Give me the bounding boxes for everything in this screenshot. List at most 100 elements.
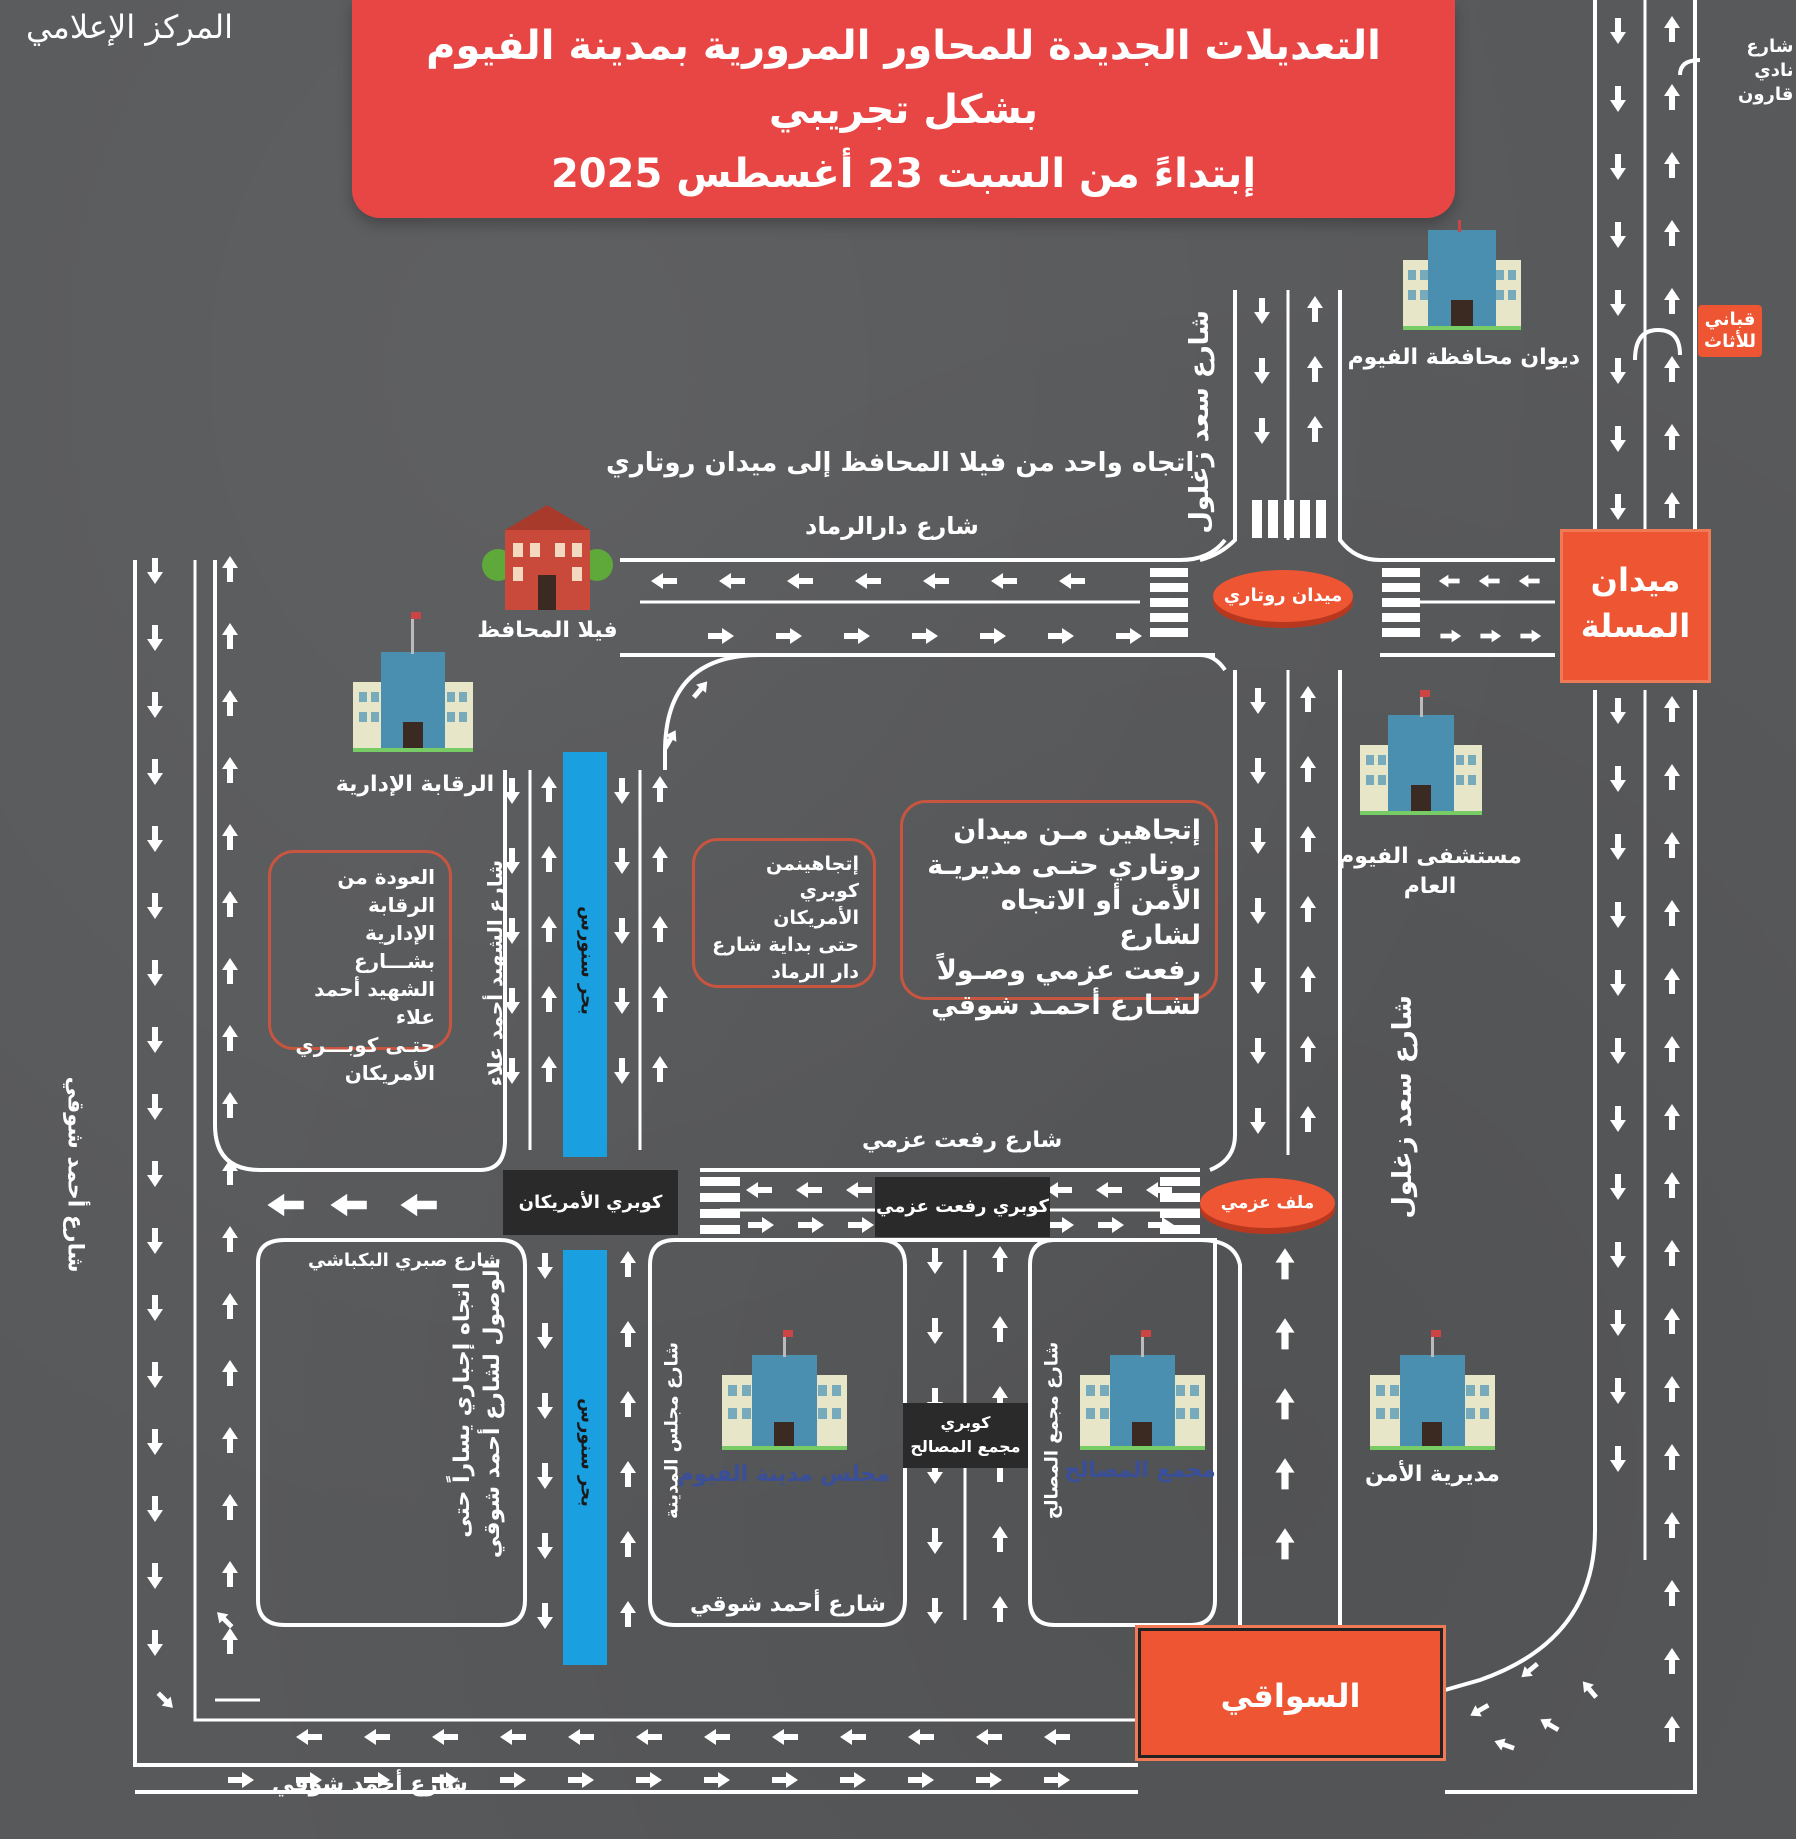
- traffic-arrow: [1610, 86, 1626, 112]
- traffic-arrow: [541, 986, 557, 1012]
- traffic-arrow: [541, 776, 557, 802]
- street-ahmed-shawky-inner: شارع أحمد شوقي: [690, 1592, 886, 1617]
- traffic-arrow: [400, 1193, 437, 1217]
- road-edge: [620, 538, 1227, 562]
- traffic-arrow: [1610, 698, 1626, 724]
- azmy-turn: ملف عزمي: [1200, 1178, 1335, 1228]
- traffic-arrow: [908, 1729, 934, 1745]
- street-services-complex: شارع مجمع المصالح: [1041, 1341, 1063, 1520]
- label-services-complex: مجمع المصالح: [1064, 1458, 1216, 1483]
- traffic-arrow: [620, 1601, 636, 1627]
- traffic-arrow: [222, 891, 238, 917]
- traffic-arrow: [652, 846, 668, 872]
- traffic-arrow: [636, 1772, 662, 1788]
- traffic-arrow: [222, 690, 238, 716]
- traffic-arrow: [1610, 766, 1626, 792]
- traffic-arrow: [364, 1772, 390, 1788]
- traffic-arrow: [267, 1193, 304, 1217]
- traffic-arrow: [787, 573, 813, 589]
- road-edge: [1028, 1238, 1217, 1627]
- river-bahr-sinnuris-bottom: [563, 1250, 607, 1665]
- traffic-arrow: [222, 623, 238, 649]
- traffic-arrow: [1250, 758, 1266, 784]
- crosswalk-stripe: [1150, 598, 1188, 607]
- traffic-arrow: [147, 692, 163, 718]
- street-shaheed-ahmed-alaa: شارع الشهيد أحمد علاء: [483, 860, 507, 1087]
- street-saad-zaghloul-right: شارع سعد زغلول: [1388, 995, 1418, 1219]
- traffic-arrow: [1610, 1174, 1626, 1200]
- traffic-arrow: [1275, 1248, 1295, 1280]
- road-edge: [620, 653, 1227, 672]
- traffic-arrow: [614, 918, 630, 944]
- label-city-council: مجلس مدينة الفيوم: [677, 1462, 890, 1487]
- traffic-arrow: [772, 1772, 798, 1788]
- traffic-arrow: [1438, 574, 1460, 588]
- traffic-arrow: [147, 558, 163, 584]
- traffic-arrow: [748, 1217, 774, 1233]
- traffic-arrow: [1664, 1240, 1680, 1266]
- crosswalk-stripe: [1382, 628, 1420, 637]
- building-icon: [722, 1330, 847, 1450]
- traffic-arrow: [222, 1293, 238, 1319]
- road-edge: [193, 560, 1138, 1722]
- road-edge: [133, 560, 1138, 1767]
- traffic-arrow: [222, 556, 238, 582]
- traffic-arrow: [1044, 1772, 1070, 1788]
- traffic-arrow: [1664, 356, 1680, 382]
- traffic-arrow: [663, 730, 677, 750]
- crosswalk-stripe: [1268, 500, 1278, 538]
- traffic-arrow: [652, 1056, 668, 1082]
- traffic-arrow: [537, 1463, 553, 1489]
- traffic-arrow: [1664, 1376, 1680, 1402]
- traffic-arrow: [541, 916, 557, 942]
- traffic-arrow: [1610, 902, 1626, 928]
- traffic-arrow: [1044, 1729, 1070, 1745]
- traffic-arrow: [1610, 1310, 1626, 1336]
- traffic-arrow: [1046, 1182, 1072, 1198]
- street-ahmed-shawky-bottom: شارع أحمد شوقي: [272, 1772, 468, 1797]
- traffic-arrow: [1610, 290, 1626, 316]
- crosswalk-stripe: [1316, 500, 1326, 538]
- traffic-arrow: [222, 757, 238, 783]
- crosswalk-stripe: [1150, 628, 1188, 637]
- traffic-arrow: [1664, 84, 1680, 110]
- traffic-arrow: [432, 1772, 458, 1788]
- road-edge: [663, 653, 1215, 770]
- label-security-directorate: مديرية الأمن: [1365, 1462, 1500, 1487]
- traffic-arrow: [1300, 826, 1316, 852]
- traffic-arrow: [927, 1598, 943, 1624]
- traffic-arrow: [614, 848, 630, 874]
- street-saad-zaghloul-top: شارع سعد زغلول: [1185, 310, 1215, 534]
- traffic-arrow: [537, 1603, 553, 1629]
- traffic-arrow: [1116, 628, 1142, 644]
- label-governorate-office: ديوان محافظة الفيوم: [1347, 345, 1580, 370]
- traffic-arrow: [1521, 1661, 1539, 1678]
- traffic-arrow: [1664, 900, 1680, 926]
- traffic-arrow: [504, 988, 520, 1014]
- traffic-arrow: [1664, 1512, 1680, 1538]
- traffic-arrow: [708, 628, 734, 644]
- traffic-arrow: [636, 1729, 662, 1745]
- street-ahmed-shawky-left: شارع أحمد شوقي: [62, 1076, 88, 1273]
- traffic-arrow: [976, 1772, 1002, 1788]
- traffic-arrow: [1664, 764, 1680, 790]
- traffic-arrow: [746, 1182, 772, 1198]
- traffic-arrow: [1300, 756, 1316, 782]
- traffic-arrow: [222, 958, 238, 984]
- traffic-arrow: [1275, 1528, 1295, 1560]
- crosswalk-stripe: [1252, 500, 1262, 538]
- crosswalk-stripe: [1160, 1193, 1200, 1202]
- traffic-arrow: [992, 1246, 1008, 1272]
- traffic-arrow: [147, 1429, 163, 1455]
- traffic-arrow: [719, 573, 745, 589]
- traffic-arrow: [1610, 1242, 1626, 1268]
- traffic-arrow: [1664, 16, 1680, 42]
- traffic-arrow: [296, 1772, 322, 1788]
- traffic-arrow: [1610, 1378, 1626, 1404]
- traffic-arrow: [1148, 1217, 1174, 1233]
- traffic-arrow: [1664, 832, 1680, 858]
- traffic-arrow: [1610, 358, 1626, 384]
